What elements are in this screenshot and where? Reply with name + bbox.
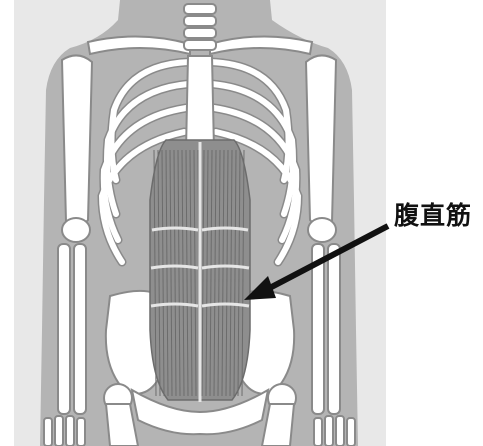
right-humerus	[306, 55, 336, 242]
left-humerus	[62, 55, 92, 242]
cervical-spine	[184, 4, 216, 50]
rectus-abdominis-label: 腹直筋	[394, 196, 472, 232]
